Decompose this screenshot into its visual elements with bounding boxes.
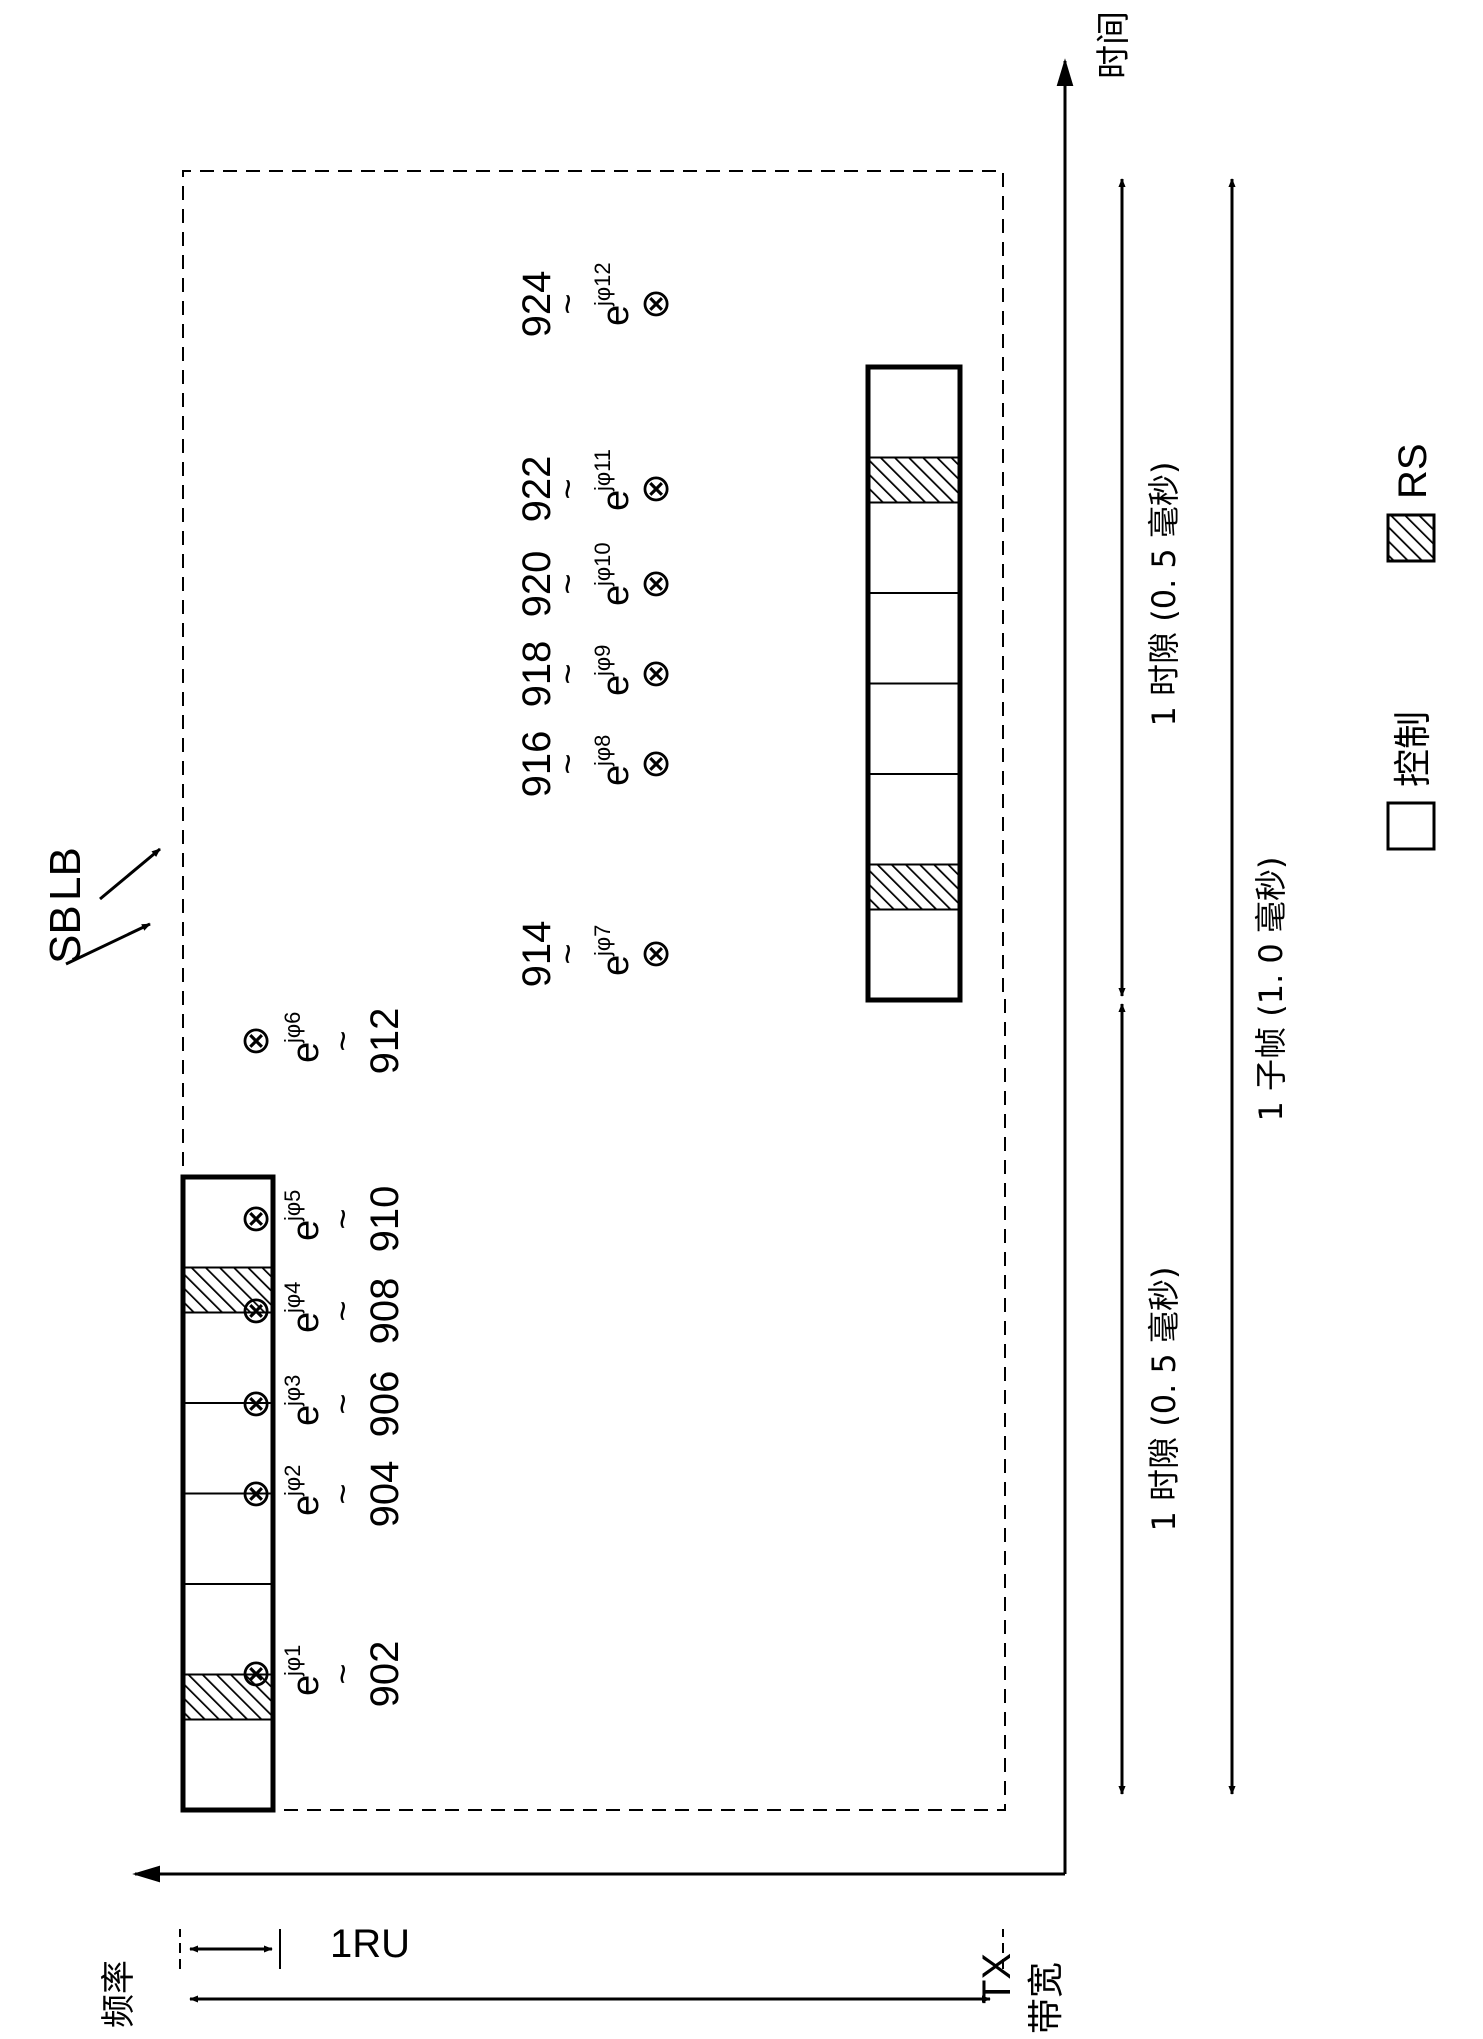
tilde-connector: ~: [547, 753, 588, 774]
tilde-connector: ~: [322, 1483, 363, 1504]
tilde-connector: ~: [547, 293, 588, 314]
rs-block: [868, 458, 960, 503]
phase-exponent: e: [285, 1495, 327, 1516]
tilde-connector: ~: [547, 573, 588, 594]
control-block: [868, 910, 960, 1001]
tilde-connector: ~: [547, 943, 588, 964]
multiply-symbol: ⊗: [635, 473, 677, 505]
phase-exponent: e: [285, 1675, 327, 1696]
multiply-symbol: ⊗: [635, 288, 677, 320]
phase-exponent: e: [285, 1312, 327, 1333]
legend-control-swatch: [1388, 803, 1434, 849]
multiply-symbol: ⊗: [235, 1025, 277, 1057]
phase-exponent: e: [595, 490, 637, 511]
reference-numeral: 910: [363, 1186, 407, 1253]
slot2-duration-label: 1 时隙 (0. 5 毫秒): [1145, 462, 1183, 727]
control-block: [868, 593, 960, 684]
frequency-axis-label: 频率: [99, 1960, 139, 2028]
multiply-symbol: ⊗: [635, 568, 677, 600]
phase-exponent: e: [595, 765, 637, 786]
multiply-symbol: ⊗: [235, 1295, 277, 1327]
control-block: [868, 503, 960, 594]
bandwidth-label: 带宽: [1026, 1962, 1067, 2034]
phase-factor: 916~ejφ8⊗: [515, 731, 677, 798]
phase-exponent: e: [595, 675, 637, 696]
tilde-connector: ~: [322, 1208, 363, 1229]
phase-exponent-superscript: jφ10: [590, 542, 615, 587]
slot2-symbol-blocks: [868, 367, 960, 1000]
tilde-connector: ~: [547, 478, 588, 499]
bandwidth-markers: 1RU TX 带宽: [180, 1922, 1067, 2034]
phase-exponent: e: [595, 955, 637, 976]
phase-exponent-superscript: jφ9: [590, 645, 615, 677]
phase-exponent-superscript: jφ5: [280, 1190, 305, 1222]
multiply-symbol: ⊗: [635, 748, 677, 780]
control-block: [868, 774, 960, 865]
phase-exponent-superscript: jφ4: [280, 1282, 305, 1314]
lb-label: LB: [41, 847, 90, 901]
phase-factor: 922~ejφ11⊗: [515, 449, 677, 522]
legend: 控制 RS: [1388, 443, 1435, 849]
phase-exponent-superscript: jφ3: [280, 1375, 305, 1407]
control-block: [183, 1720, 273, 1811]
rs-block: [868, 865, 960, 910]
tilde-connector: ~: [547, 663, 588, 684]
slot2-phase-factors: 914~ejφ7⊗916~ejφ8⊗918~ejφ9⊗920~ejφ10⊗922…: [515, 262, 677, 987]
legend-control-label: 控制: [1391, 711, 1435, 787]
phase-factor: 914~ejφ7⊗: [515, 921, 677, 988]
phase-exponent: e: [285, 1042, 327, 1063]
multiply-symbol: ⊗: [235, 1478, 277, 1510]
phase-exponent: e: [285, 1405, 327, 1426]
tilde-connector: ~: [322, 1663, 363, 1684]
phase-factor: 924~ejφ12⊗: [515, 262, 677, 337]
phase-exponent-superscript: jφ7: [590, 925, 615, 957]
subframe-duration-label: 1 子帧 (1. 0 毫秒): [1252, 857, 1290, 1122]
one-ru-label: 1RU: [330, 1922, 410, 1966]
time-axis-label: 时间: [1094, 11, 1134, 79]
reference-numeral: 912: [363, 1008, 407, 1075]
multiply-symbol: ⊗: [235, 1658, 277, 1690]
duration-markers: 1 时隙 (0. 5 毫秒) 1 时隙 (0. 5 毫秒) 1 子帧 (1. 0…: [1122, 179, 1290, 1794]
phase-exponent: e: [595, 585, 637, 606]
multiply-symbol: ⊗: [235, 1388, 277, 1420]
control-block: [868, 684, 960, 775]
tilde-connector: ~: [322, 1300, 363, 1321]
legend-rs-label: RS: [1391, 443, 1435, 499]
reference-numeral: 906: [363, 1371, 407, 1438]
control-block: [868, 367, 960, 458]
legend-rs-swatch: [1388, 515, 1434, 561]
phase-exponent-superscript: jφ6: [280, 1012, 305, 1044]
phase-exponent: e: [285, 1220, 327, 1241]
multiply-symbol: ⊗: [635, 658, 677, 690]
reference-numeral: 904: [363, 1461, 407, 1528]
tilde-connector: ~: [322, 1030, 363, 1051]
phase-exponent: e: [595, 305, 637, 326]
slot1-duration-label: 1 时隙 (0. 5 毫秒): [1145, 1267, 1183, 1532]
phase-exponent-superscript: jφ11: [590, 449, 615, 492]
phase-factor: ⊗ ejφ6 ~912: [235, 1008, 407, 1075]
block-pointers: SB LB: [41, 847, 160, 964]
multiply-symbol: ⊗: [635, 938, 677, 970]
reference-numeral: 908: [363, 1278, 407, 1345]
phase-exponent-superscript: jφ2: [280, 1465, 305, 1497]
phase-factor: 918~ejφ9⊗: [515, 641, 677, 708]
multiply-symbol: ⊗: [235, 1203, 277, 1235]
reference-numeral: 902: [363, 1641, 407, 1708]
lb-pointer-arrow: [100, 849, 160, 899]
phase-exponent-superscript: jφ1: [280, 1645, 305, 1677]
phase-factor: 920~ejφ10⊗: [515, 542, 677, 617]
phase-exponent-superscript: jφ12: [590, 262, 615, 307]
tx-label: TX: [975, 1953, 1019, 2004]
tilde-connector: ~: [322, 1393, 363, 1414]
phase-exponent-superscript: jφ8: [590, 735, 615, 767]
